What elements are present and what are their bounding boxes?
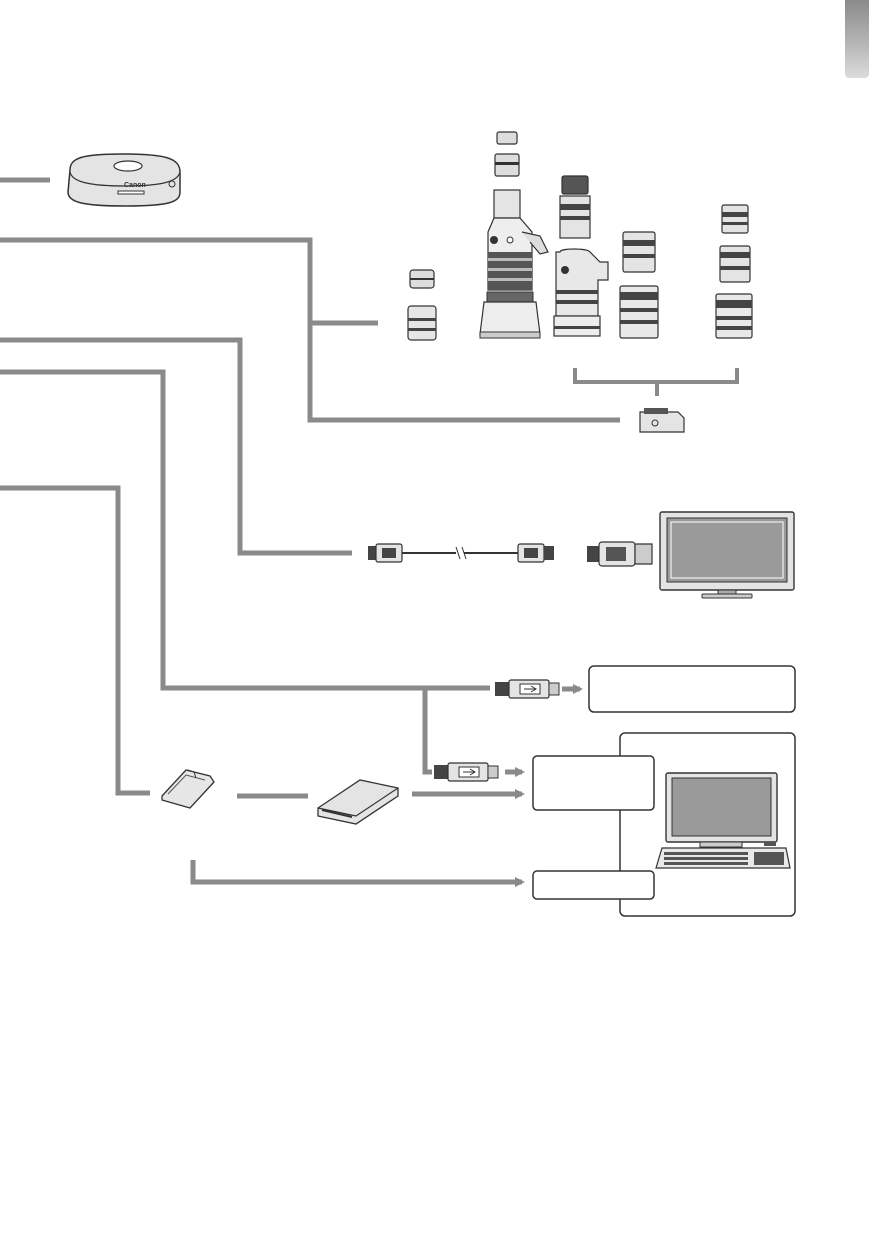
lens-mount-adapter-icon	[639, 408, 685, 433]
line-usb-computer	[422, 688, 432, 775]
printer-box	[588, 665, 796, 713]
extenders-icon	[407, 269, 437, 341]
line-usb	[0, 369, 425, 691]
connect-station-brand: Canon	[124, 182, 146, 189]
connection-lines	[0, 177, 620, 799]
usb-cable-computer-icon	[434, 762, 499, 782]
arrow-card-slot-to-computer	[190, 860, 525, 887]
card-reader-icon	[317, 779, 399, 825]
telephoto-zoom-lens-icon	[553, 175, 609, 337]
computer-card-slot-box	[532, 870, 655, 900]
super-telephoto-lens-icon	[479, 131, 549, 339]
line-hdmi	[0, 337, 352, 556]
arrows	[190, 684, 583, 887]
desktop-computer-icon	[655, 772, 791, 869]
line-lenses	[0, 237, 620, 423]
connect-station-icon: Canon	[67, 153, 181, 207]
hdmi-plug-icon	[587, 541, 653, 567]
memory-card-icon	[161, 769, 215, 809]
usb-cable-printer-icon	[495, 679, 560, 699]
computer-usb-box	[532, 755, 655, 811]
section-tab-marker	[845, 0, 869, 78]
hdmi-cable-icon	[368, 543, 554, 563]
tv-icon	[659, 511, 795, 599]
standard-zoom-lens-icon	[619, 231, 659, 339]
line-card	[0, 485, 150, 796]
lens-group-bracket	[573, 368, 739, 396]
wide-zoom-lens-icon	[715, 204, 753, 339]
